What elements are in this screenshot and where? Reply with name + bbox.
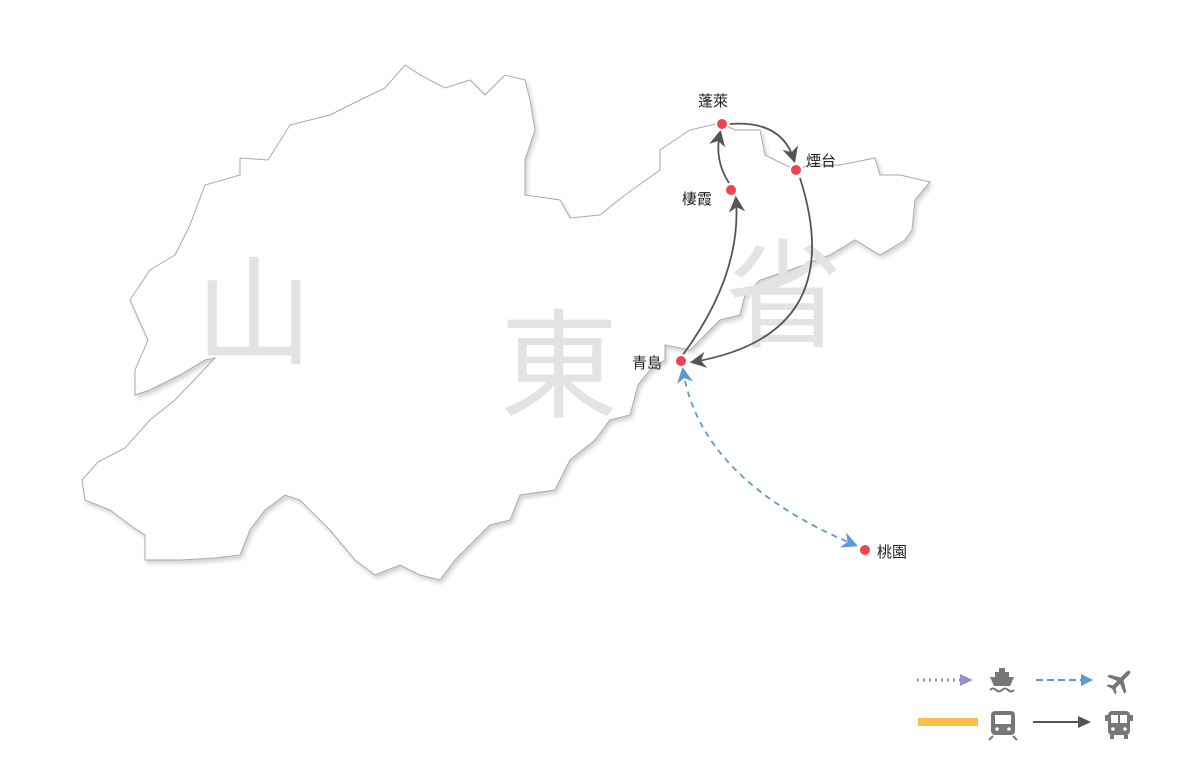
bus-icon bbox=[1105, 711, 1133, 739]
region-char-shan: 山 bbox=[195, 245, 313, 383]
region-char-dong: 東 bbox=[500, 298, 618, 436]
city-dot-qingdao[interactable] bbox=[674, 354, 688, 368]
legend bbox=[917, 668, 1133, 741]
city-label-qingdao: 青島 bbox=[632, 354, 662, 372]
city-dot-qixia[interactable] bbox=[724, 183, 738, 197]
train-icon bbox=[988, 711, 1018, 741]
legend-flight-arrow bbox=[1081, 674, 1093, 686]
route-penglai-yantai bbox=[729, 122, 799, 164]
city-label-penglai: 蓬萊 bbox=[698, 92, 728, 110]
city-dot-taoyuan[interactable] bbox=[858, 543, 872, 557]
city-label-taoyuan: 桃園 bbox=[877, 543, 907, 561]
city-label-yantai: 煙台 bbox=[806, 152, 836, 170]
region-char-sheng: 省 bbox=[725, 228, 843, 366]
route-taoyuan-qingdao-flight bbox=[676, 366, 858, 548]
shandong-outline bbox=[81, 64, 931, 581]
route-yantai-qingdao bbox=[689, 177, 813, 368]
route-qixia-penglai bbox=[709, 129, 730, 184]
legend-train-line bbox=[918, 718, 978, 726]
ship-icon bbox=[989, 668, 1015, 693]
city-dot-penglai[interactable] bbox=[715, 117, 729, 131]
route-qingdao-qixia bbox=[681, 195, 746, 357]
airplane-icon bbox=[1106, 670, 1131, 695]
city-label-qixia: 棲霞 bbox=[682, 190, 712, 208]
legend-ship-arrow bbox=[960, 674, 973, 686]
city-dot-yantai[interactable] bbox=[789, 163, 803, 177]
legend-bus-arrow bbox=[1078, 716, 1091, 728]
